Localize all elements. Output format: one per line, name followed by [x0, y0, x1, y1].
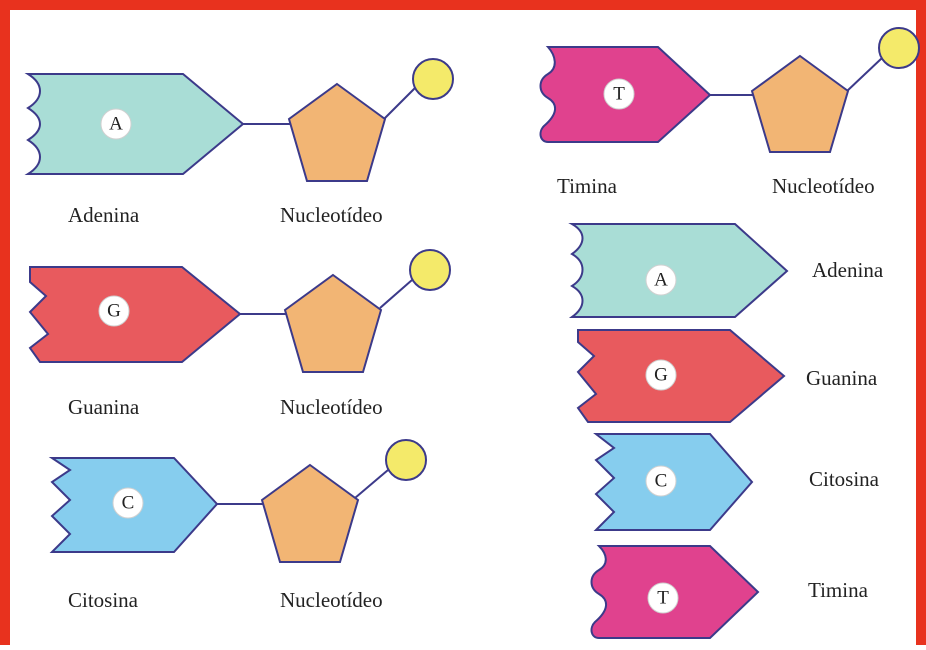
- sugar-pentagon: [283, 273, 383, 373]
- phosphate-circle: [878, 27, 920, 69]
- sugar-pentagon: [260, 463, 360, 563]
- base-guanine: G Guanina: [576, 329, 878, 423]
- frame-border-right: [916, 0, 926, 645]
- phosphate-bond: [382, 87, 416, 121]
- sugar-label: Nucleotídeo: [772, 174, 875, 198]
- phosphate-circle: [385, 439, 427, 481]
- base-letter: G: [654, 365, 668, 386]
- sugar-pentagon: [750, 54, 850, 153]
- base-letter: T: [613, 84, 625, 105]
- base-label: Timina: [808, 578, 869, 602]
- base-label: Timina: [557, 174, 618, 198]
- phosphate-bond: [379, 279, 413, 309]
- base-letter-circle: [647, 582, 679, 614]
- phosphate-bond: [845, 57, 883, 93]
- adenine-base-shape: [568, 223, 789, 318]
- base-label: Guanina: [806, 366, 878, 390]
- nucleotide-thymine: T Timina Nucleotídeo: [539, 27, 920, 198]
- frame-border: [0, 0, 926, 10]
- base-letter-circle: [645, 264, 677, 296]
- base-letter-circle: [100, 108, 132, 140]
- base-letter: C: [122, 493, 135, 514]
- base-label: Adenina: [812, 258, 884, 282]
- sugar-pentagon: [287, 82, 387, 182]
- base-letter: A: [109, 114, 123, 135]
- base-letter: T: [657, 588, 669, 609]
- base-letter-circle: [645, 465, 677, 497]
- base-letter-circle: [603, 78, 635, 110]
- nucleotide-guanine: G Guanina Nucleotídeo: [28, 249, 451, 419]
- base-label: Guanina: [68, 395, 140, 419]
- base-letter-circle: [112, 487, 144, 519]
- base-letter: C: [655, 471, 668, 492]
- frame-border-left: [0, 0, 10, 645]
- base-label: Citosina: [809, 467, 880, 491]
- base-thymine: T Timina: [590, 545, 869, 639]
- phosphate-circle: [412, 58, 454, 100]
- base-letter-circle: [98, 295, 130, 327]
- sugar-label: Nucleotídeo: [280, 588, 383, 612]
- base-cytosine: C Citosina: [593, 433, 880, 531]
- phosphate-circle: [409, 249, 451, 291]
- phosphate-bond: [354, 469, 389, 499]
- guanine-base-shape: [576, 329, 786, 423]
- nucleotide-cytosine: C Citosina Nucleotídeo: [48, 439, 427, 612]
- base-letter: A: [654, 270, 668, 291]
- base-label: Citosina: [68, 588, 139, 612]
- guanine-base-shape: [28, 266, 242, 363]
- sugar-label: Nucleotídeo: [280, 395, 383, 419]
- base-adenine: A Adenina: [568, 223, 884, 318]
- adenine-base-shape: [24, 73, 245, 175]
- base-letter-circle: [645, 359, 677, 391]
- sugar-label: Nucleotídeo: [280, 203, 383, 227]
- nucleotide-adenine: A Adenina Nucleotídeo: [24, 58, 454, 227]
- base-letter: G: [107, 301, 121, 322]
- base-label: Adenina: [68, 203, 140, 227]
